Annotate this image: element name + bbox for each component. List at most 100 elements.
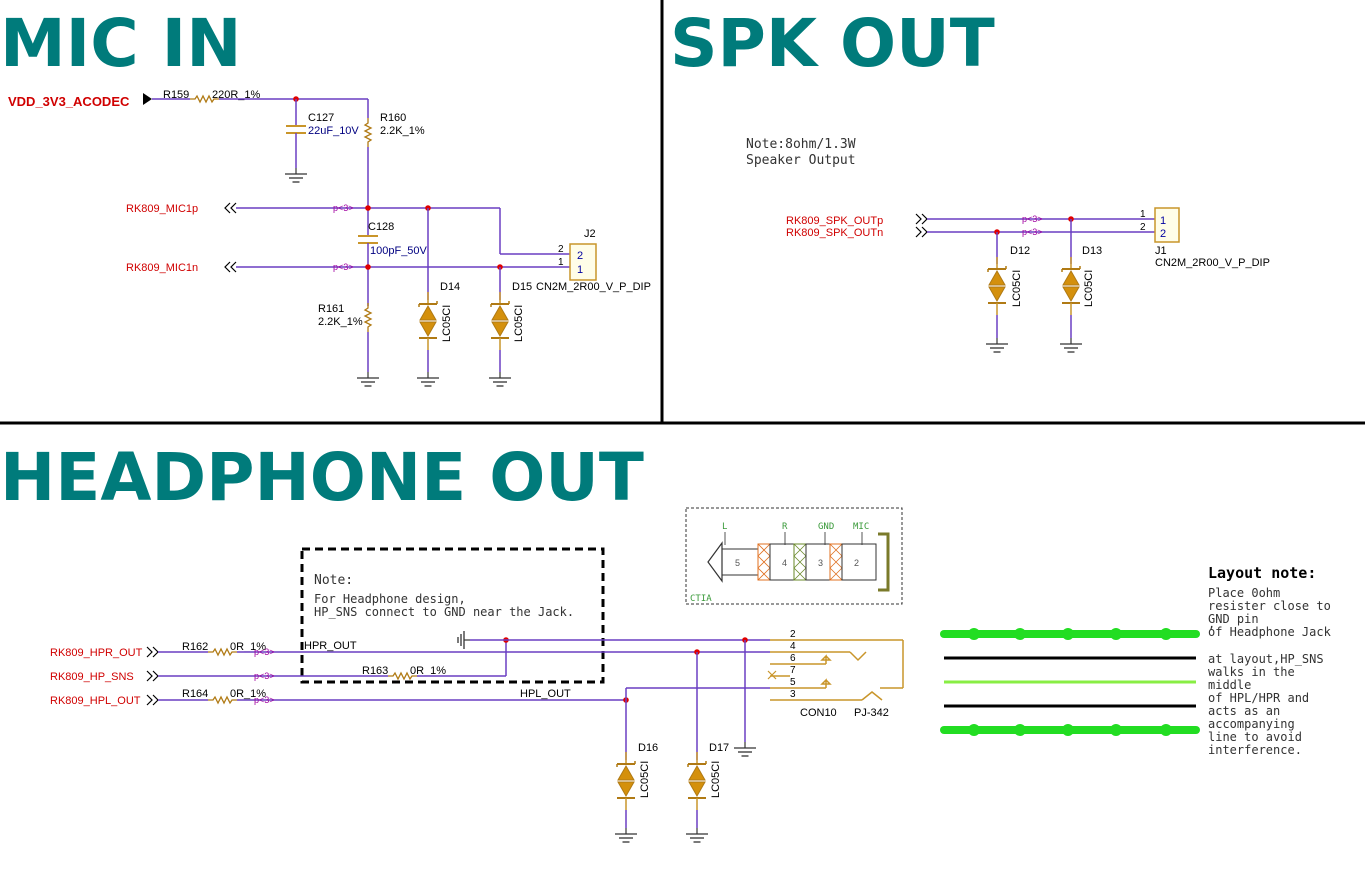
r163-value: 0R_1% xyxy=(410,665,446,677)
layout-note: Layout note: Place 0ohm resister close t… xyxy=(1208,564,1332,757)
j1-pin-1-label: 1 xyxy=(1160,215,1166,227)
layout-note-line-11: line to avoid xyxy=(1208,730,1302,744)
section-title-spk-out: SPK OUT xyxy=(670,5,995,82)
offpage-sns: p<3> xyxy=(254,671,275,681)
layout-trace-illustration xyxy=(940,628,1200,736)
j2-pin-2-label: 2 xyxy=(577,250,583,262)
r159-ref: R159 xyxy=(163,89,189,101)
layout-note-line-10: accompanying xyxy=(1208,717,1295,731)
con10-pin-4: 4 xyxy=(790,641,796,652)
offpage-spk-outp: p<3> xyxy=(1022,214,1043,224)
spk-note-line1: Note:8ohm/1.3W xyxy=(746,137,856,152)
plug-seg-3: 3 xyxy=(818,558,823,568)
j2-pin-2-num: 2 xyxy=(558,244,564,255)
j1-pin-2-num: 2 xyxy=(1140,222,1146,233)
c127-ref: C127 xyxy=(308,112,334,124)
mic-in-circuit: VDD_3V3_ACODEC R159 220R_1% C127 22uF_10… xyxy=(8,89,651,387)
con10-ref: CON10 xyxy=(800,707,837,719)
d14-tvs-diode xyxy=(418,291,438,351)
hp-note-title: Note: xyxy=(314,573,353,588)
layout-note-line-8: of HPL/HPR and xyxy=(1208,691,1309,705)
ctia-plug-diagram: L R GND MIC 5 4 3 2 CTIA xyxy=(685,507,903,605)
j2-pin-1-num: 1 xyxy=(558,257,564,268)
r161-resistor xyxy=(364,302,372,333)
plug-label-r: R xyxy=(782,522,788,532)
plug-label-mic: MIC xyxy=(853,522,869,532)
layout-note-line-0: Place 0ohm xyxy=(1208,586,1280,600)
j2-part: CN2M_2R00_V_P_DIP xyxy=(536,281,651,293)
con10-pin-6: 6 xyxy=(790,653,796,664)
offpage-mic1n: p<3> xyxy=(333,262,354,272)
d14-ref: D14 xyxy=(440,281,460,293)
offpage-spk-outn: p<3> xyxy=(1022,227,1043,237)
r164-value: 0R_1% xyxy=(230,688,266,700)
con10-pin-3: 3 xyxy=(790,689,796,700)
con10-part: PJ-342 xyxy=(854,707,889,719)
d12-value: LC05CI xyxy=(1011,270,1023,307)
c128-value: 100pF_50V xyxy=(370,245,428,257)
d16-tvs-diode xyxy=(616,751,636,811)
d14-value: LC05CI xyxy=(441,305,453,342)
hp-note-line2: HP_SNS connect to GND near the Jack. xyxy=(314,605,574,619)
c128-ref: C128 xyxy=(368,221,394,233)
j2-ref: J2 xyxy=(584,228,596,240)
layout-note-line-1: resister close to xyxy=(1208,599,1331,613)
j2-connector xyxy=(569,243,597,281)
offpage-hpl: p<3> xyxy=(254,695,275,705)
d17-tvs-diode xyxy=(687,751,707,811)
d15-value: LC05CI xyxy=(513,305,525,342)
net-vdd-3v3-acodec: VDD_3V3_ACODEC xyxy=(8,94,130,109)
con10-pin-2: 2 xyxy=(790,629,796,640)
headphone-out-circuit: Note: For Headphone design, HP_SNS conne… xyxy=(50,507,1332,843)
con10-pin-5: 5 xyxy=(790,677,796,688)
layout-note-line-6: walks in the xyxy=(1208,665,1295,679)
j1-part: CN2M_2R00_V_P_DIP xyxy=(1155,257,1270,269)
r161-ref: R161 xyxy=(318,303,344,315)
r160-ref: R160 xyxy=(380,112,406,124)
net-spk-outn: RK809_SPK_OUTn xyxy=(786,227,883,239)
r163-ref: R163 xyxy=(362,665,388,677)
hp-note-box xyxy=(300,547,605,684)
plug-label-gnd: GND xyxy=(818,522,834,532)
j1-connector xyxy=(1154,207,1180,243)
plug-label-l: L xyxy=(722,522,727,532)
section-title-headphone-out: HEADPHONE OUT xyxy=(0,439,644,516)
d16-value: LC05CI xyxy=(639,761,651,798)
section-title-mic-in: MIC IN xyxy=(0,5,241,82)
layout-note-line-2: GND pin xyxy=(1208,612,1259,626)
j1-ref: J1 xyxy=(1155,245,1167,257)
net-mic1p: RK809_MIC1p xyxy=(126,203,198,215)
r164-ref: R164 xyxy=(182,688,208,700)
d12-tvs-diode xyxy=(987,256,1007,316)
layout-note-line-9: acts as an xyxy=(1208,704,1280,718)
d13-value: LC05CI xyxy=(1083,270,1095,307)
r162-ref: R162 xyxy=(182,641,208,653)
layout-note-line-5: at layout,HP_SNS xyxy=(1208,652,1324,666)
c127-value: 22uF_10V xyxy=(308,125,359,137)
j1-pin-2-label: 2 xyxy=(1160,228,1166,240)
net-spk-outp: RK809_SPK_OUTp xyxy=(786,215,883,227)
d15-tvs-diode xyxy=(490,291,510,351)
net-hpr-out: RK809_HPR_OUT xyxy=(50,647,143,659)
layout-note-line-7: middle xyxy=(1208,678,1251,692)
r161-value: 2.2K_1% xyxy=(318,316,363,328)
plug-seg-2: 2 xyxy=(854,558,859,568)
spk-note-line2: Speaker Output xyxy=(746,153,856,168)
hp-note-line1: For Headphone design, xyxy=(314,592,466,606)
d16-ref: D16 xyxy=(638,742,658,754)
spk-out-circuit: Note:8ohm/1.3W Speaker Output RK809_SPK_… xyxy=(746,137,1270,353)
label-hpr-out: HPR_OUT xyxy=(304,640,357,652)
plug-seg-4: 4 xyxy=(782,558,787,568)
layout-note-title: Layout note: xyxy=(1208,564,1316,582)
r160-value: 2.2K_1% xyxy=(380,125,425,137)
layout-note-line-3: , xyxy=(1208,617,1215,631)
d13-tvs-diode xyxy=(1061,256,1081,316)
r162-value: 0R_1% xyxy=(230,641,266,653)
con10-jack: 2 4 6 7 5 3 CON10 PJ-342 xyxy=(767,629,904,719)
j2-pin-1-label: 1 xyxy=(577,264,583,276)
con10-pin-7: 7 xyxy=(790,665,796,676)
layout-note-line-4: of Headphone Jack xyxy=(1208,625,1332,639)
offpage-mic1p: p<3> xyxy=(333,203,354,213)
r159-value: 220R_1% xyxy=(212,89,261,101)
